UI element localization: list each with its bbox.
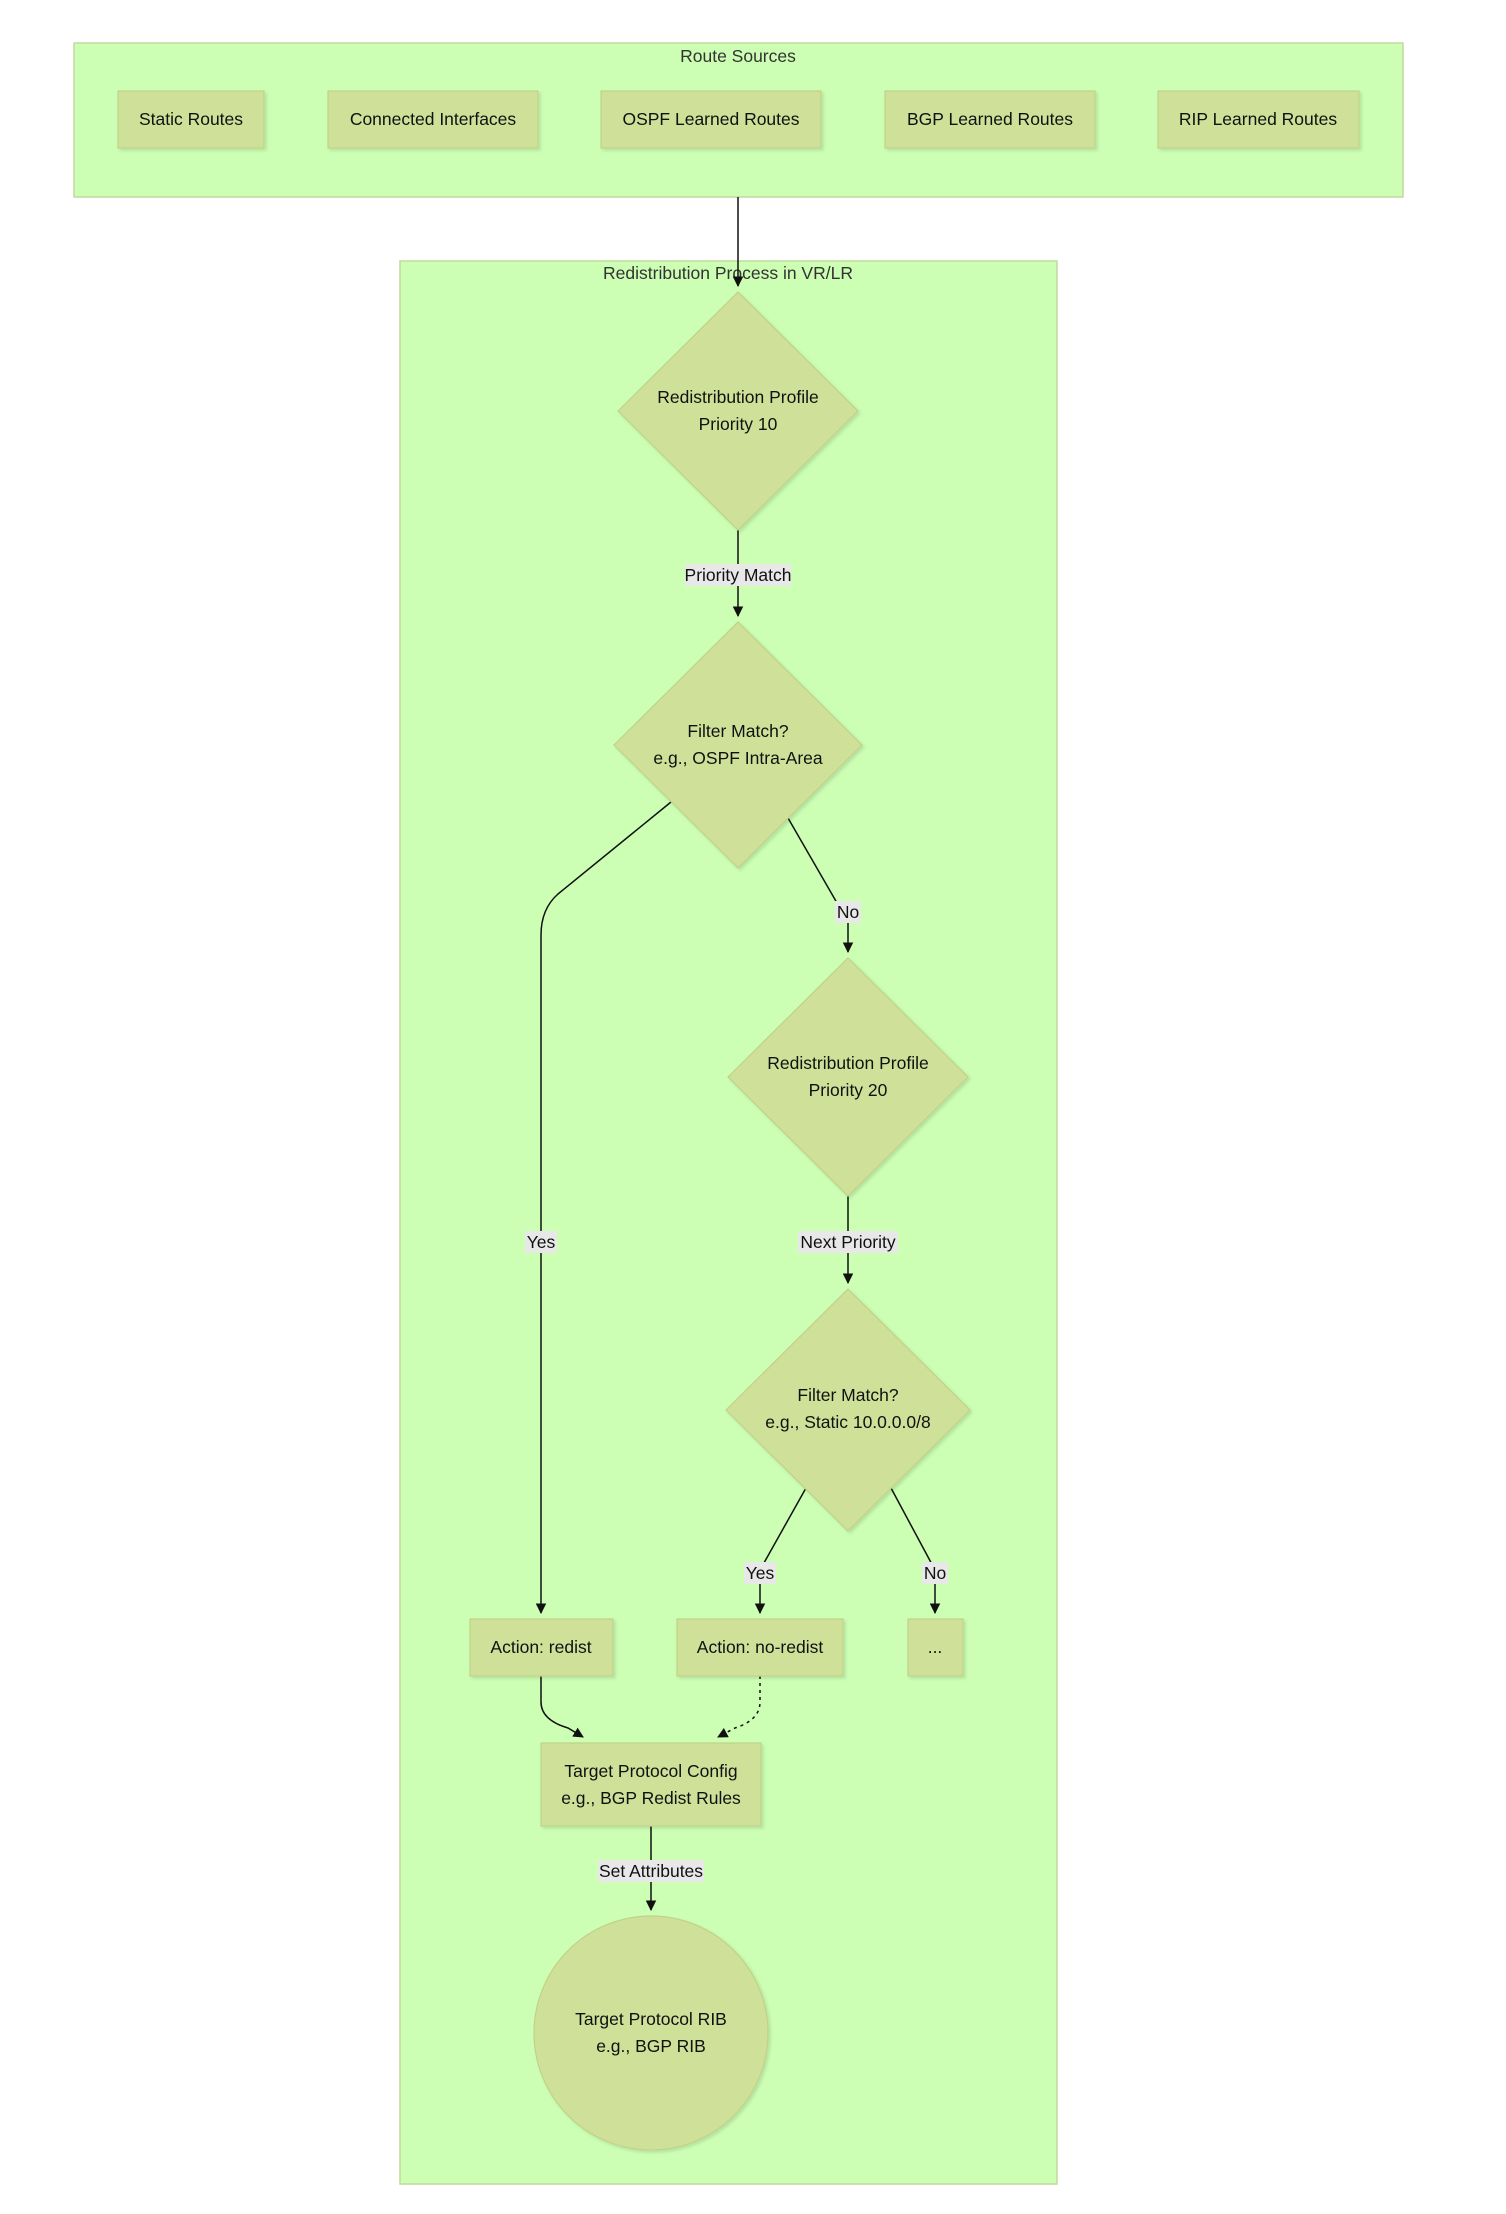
redistribution-process-cluster: Redistribution Process in VR/LR [399,260,1058,2185]
edge-redist-to-config [540,1676,584,1738]
svg-text:Set Attributes: Set Attributes [599,1861,703,1881]
source-node-ospf[interactable]: OSPF Learned Routes [600,90,822,149]
node-label: Action: redist [490,1637,591,1657]
source-node-label: BGP Learned Routes [907,109,1073,129]
node-line-1: Target Protocol RIB [575,2009,727,2029]
route-sources-title: Route Sources [680,46,796,66]
edge-filter1-yes [535,801,672,1615]
source-node-static[interactable]: Static Routes [117,90,265,149]
redistribution-process-title: Redistribution Process in VR/LR [603,263,853,283]
node-label: ... [928,1637,943,1657]
action-redist-node[interactable]: Action: redist [469,1618,614,1677]
redistribution-profile-priority-20[interactable]: Redistribution Profile Priority 20 [727,957,969,1197]
edge-label-priority-match: Priority Match [685,564,792,586]
svg-text:Next Priority: Next Priority [800,1232,896,1252]
filter-match-decision-1[interactable]: Filter Match? e.g., OSPF Intra-Area [613,621,863,869]
svg-text:Priority Match: Priority Match [685,565,792,585]
source-node-label: Connected Interfaces [350,109,517,129]
node-line-1: Filter Match? [687,721,788,741]
svg-text:No: No [837,902,859,922]
edge-label-filter2-yes: Yes [744,1562,776,1584]
source-node-connected[interactable]: Connected Interfaces [327,90,539,149]
node-line-1: Redistribution Profile [657,387,818,407]
node-line-1: Filter Match? [797,1385,898,1405]
target-protocol-rib-node[interactable]: Target Protocol RIB e.g., BGP RIB [533,1915,769,2151]
edge-label-filter1-no: No [835,901,861,923]
action-no-redist-node[interactable]: Action: no-redist [676,1618,844,1677]
edge-label-next-priority: Next Priority [798,1231,898,1253]
node-line-2: e.g., Static 10.0.0.0/8 [765,1412,930,1432]
filter-match-decision-2[interactable]: Filter Match? e.g., Static 10.0.0.0/8 [725,1288,971,1532]
node-line-2: e.g., OSPF Intra-Area [653,748,822,768]
edge-label-set-attributes: Set Attributes [598,1860,704,1882]
edge-label-filter1-yes: Yes [525,1231,557,1253]
source-node-label: OSPF Learned Routes [622,109,799,129]
redistribution-profile-priority-10[interactable]: Redistribution Profile Priority 10 [617,291,859,531]
target-protocol-config-node[interactable]: Target Protocol Config e.g., BGP Redist … [540,1742,762,1827]
node-line-1: Redistribution Profile [767,1053,928,1073]
ellipsis-node[interactable]: ... [907,1618,964,1677]
node-label: Action: no-redist [697,1637,824,1657]
source-node-label: RIP Learned Routes [1179,109,1338,129]
source-node-bgp[interactable]: BGP Learned Routes [884,90,1096,149]
edge-label-filter2-no: No [922,1562,948,1584]
svg-text:Yes: Yes [527,1232,556,1252]
redistribution-process-box [399,260,1058,2185]
svg-text:Yes: Yes [746,1563,775,1583]
node-line-1: Target Protocol Config [564,1761,737,1781]
edge-noredist-to-config [717,1676,761,1738]
source-node-rip[interactable]: RIP Learned Routes [1157,90,1360,149]
node-line-2: e.g., BGP Redist Rules [561,1788,741,1808]
svg-text:No: No [924,1563,946,1583]
source-node-label: Static Routes [139,109,243,129]
node-line-2: Priority 10 [699,414,778,434]
node-line-2: Priority 20 [809,1080,888,1100]
node-line-2: e.g., BGP RIB [596,2036,706,2056]
